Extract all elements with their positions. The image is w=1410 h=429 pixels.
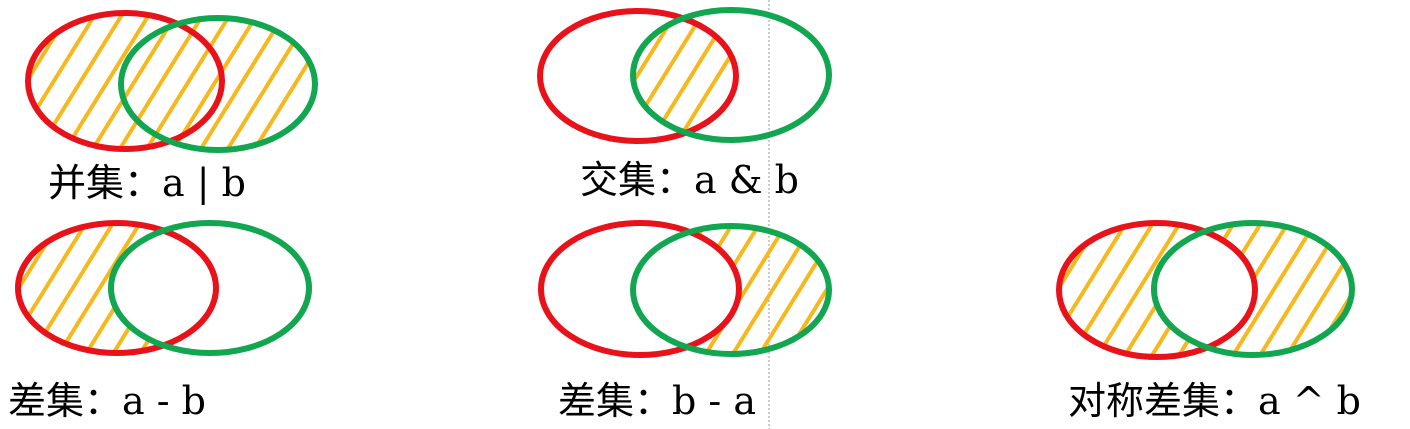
panel-union: 并集：a | b — [0, 5, 425, 205]
panel-difference-ab: 差集：a - b — [0, 215, 312, 423]
hatch-stroke — [754, 226, 829, 354]
hatch-stroke — [724, 11, 736, 140]
hatch-stroke — [1333, 223, 1352, 357]
hatch-stroke — [697, 11, 736, 140]
panel-difference-ba: 差集：b - a — [538, 215, 927, 423]
hatch-stroke — [1117, 223, 1214, 357]
hatch-stroke — [53, 223, 147, 353]
hatch-stroke — [837, 215, 927, 360]
circle-a — [538, 220, 742, 358]
hatch-stroke — [329, 5, 425, 160]
caption-difference-ab: 差集：a - b — [8, 379, 206, 423]
hatch-stroke — [18, 223, 93, 353]
hatch-stroke — [957, 215, 1050, 365]
panel-intersection: 交集：a & b — [537, 7, 832, 202]
hatch-stroke — [272, 13, 315, 150]
circle-b — [1151, 220, 1355, 358]
caption-intersection: 交集：a & b — [580, 158, 799, 202]
hatch-stroke — [215, 223, 216, 353]
hatch-stroke — [1198, 223, 1295, 357]
circle-a — [15, 220, 219, 356]
hatch-stroke — [29, 13, 130, 150]
hatch-stroke — [1059, 223, 1079, 357]
hatch-stroke — [26, 223, 120, 353]
hatch-stroke — [28, 13, 49, 150]
circle-b — [108, 220, 312, 356]
hatch-stroke — [673, 226, 767, 354]
hatch-stroke — [28, 13, 103, 150]
hatch-stroke — [700, 226, 794, 354]
hatch-difference-ba — [633, 215, 927, 360]
hatch-stroke — [1252, 223, 1349, 357]
caption-union: 并集：a | b — [48, 161, 246, 205]
hatch-stroke — [1063, 223, 1160, 357]
panel-symmetric-difference: 对称差集：a ^ b — [957, 215, 1361, 423]
caption-symmetric-difference: 对称差集：a ^ b — [1068, 379, 1361, 423]
hatch-stroke — [808, 226, 829, 354]
circle-a — [1056, 220, 1258, 360]
circle-a — [25, 10, 225, 152]
hatch-stroke — [80, 223, 174, 353]
hatch-stroke — [1090, 223, 1187, 357]
hatch-symmetric-difference — [957, 215, 1352, 365]
hatch-stroke — [670, 11, 736, 140]
hatch-stroke — [1225, 223, 1322, 357]
hatch-stroke — [1279, 223, 1352, 357]
circle-b — [630, 223, 832, 357]
hatch-stroke — [0, 5, 20, 160]
circle-a — [537, 8, 739, 144]
hatch-stroke — [56, 13, 157, 150]
circle-b — [118, 15, 318, 153]
hatch-stroke — [0, 215, 10, 360]
circle-b — [630, 7, 832, 143]
hatch-stroke — [1059, 223, 1133, 357]
caption-difference-ba: 差集：b - a — [558, 379, 756, 423]
hatch-stroke — [245, 13, 315, 150]
hatch-stroke — [727, 226, 821, 354]
